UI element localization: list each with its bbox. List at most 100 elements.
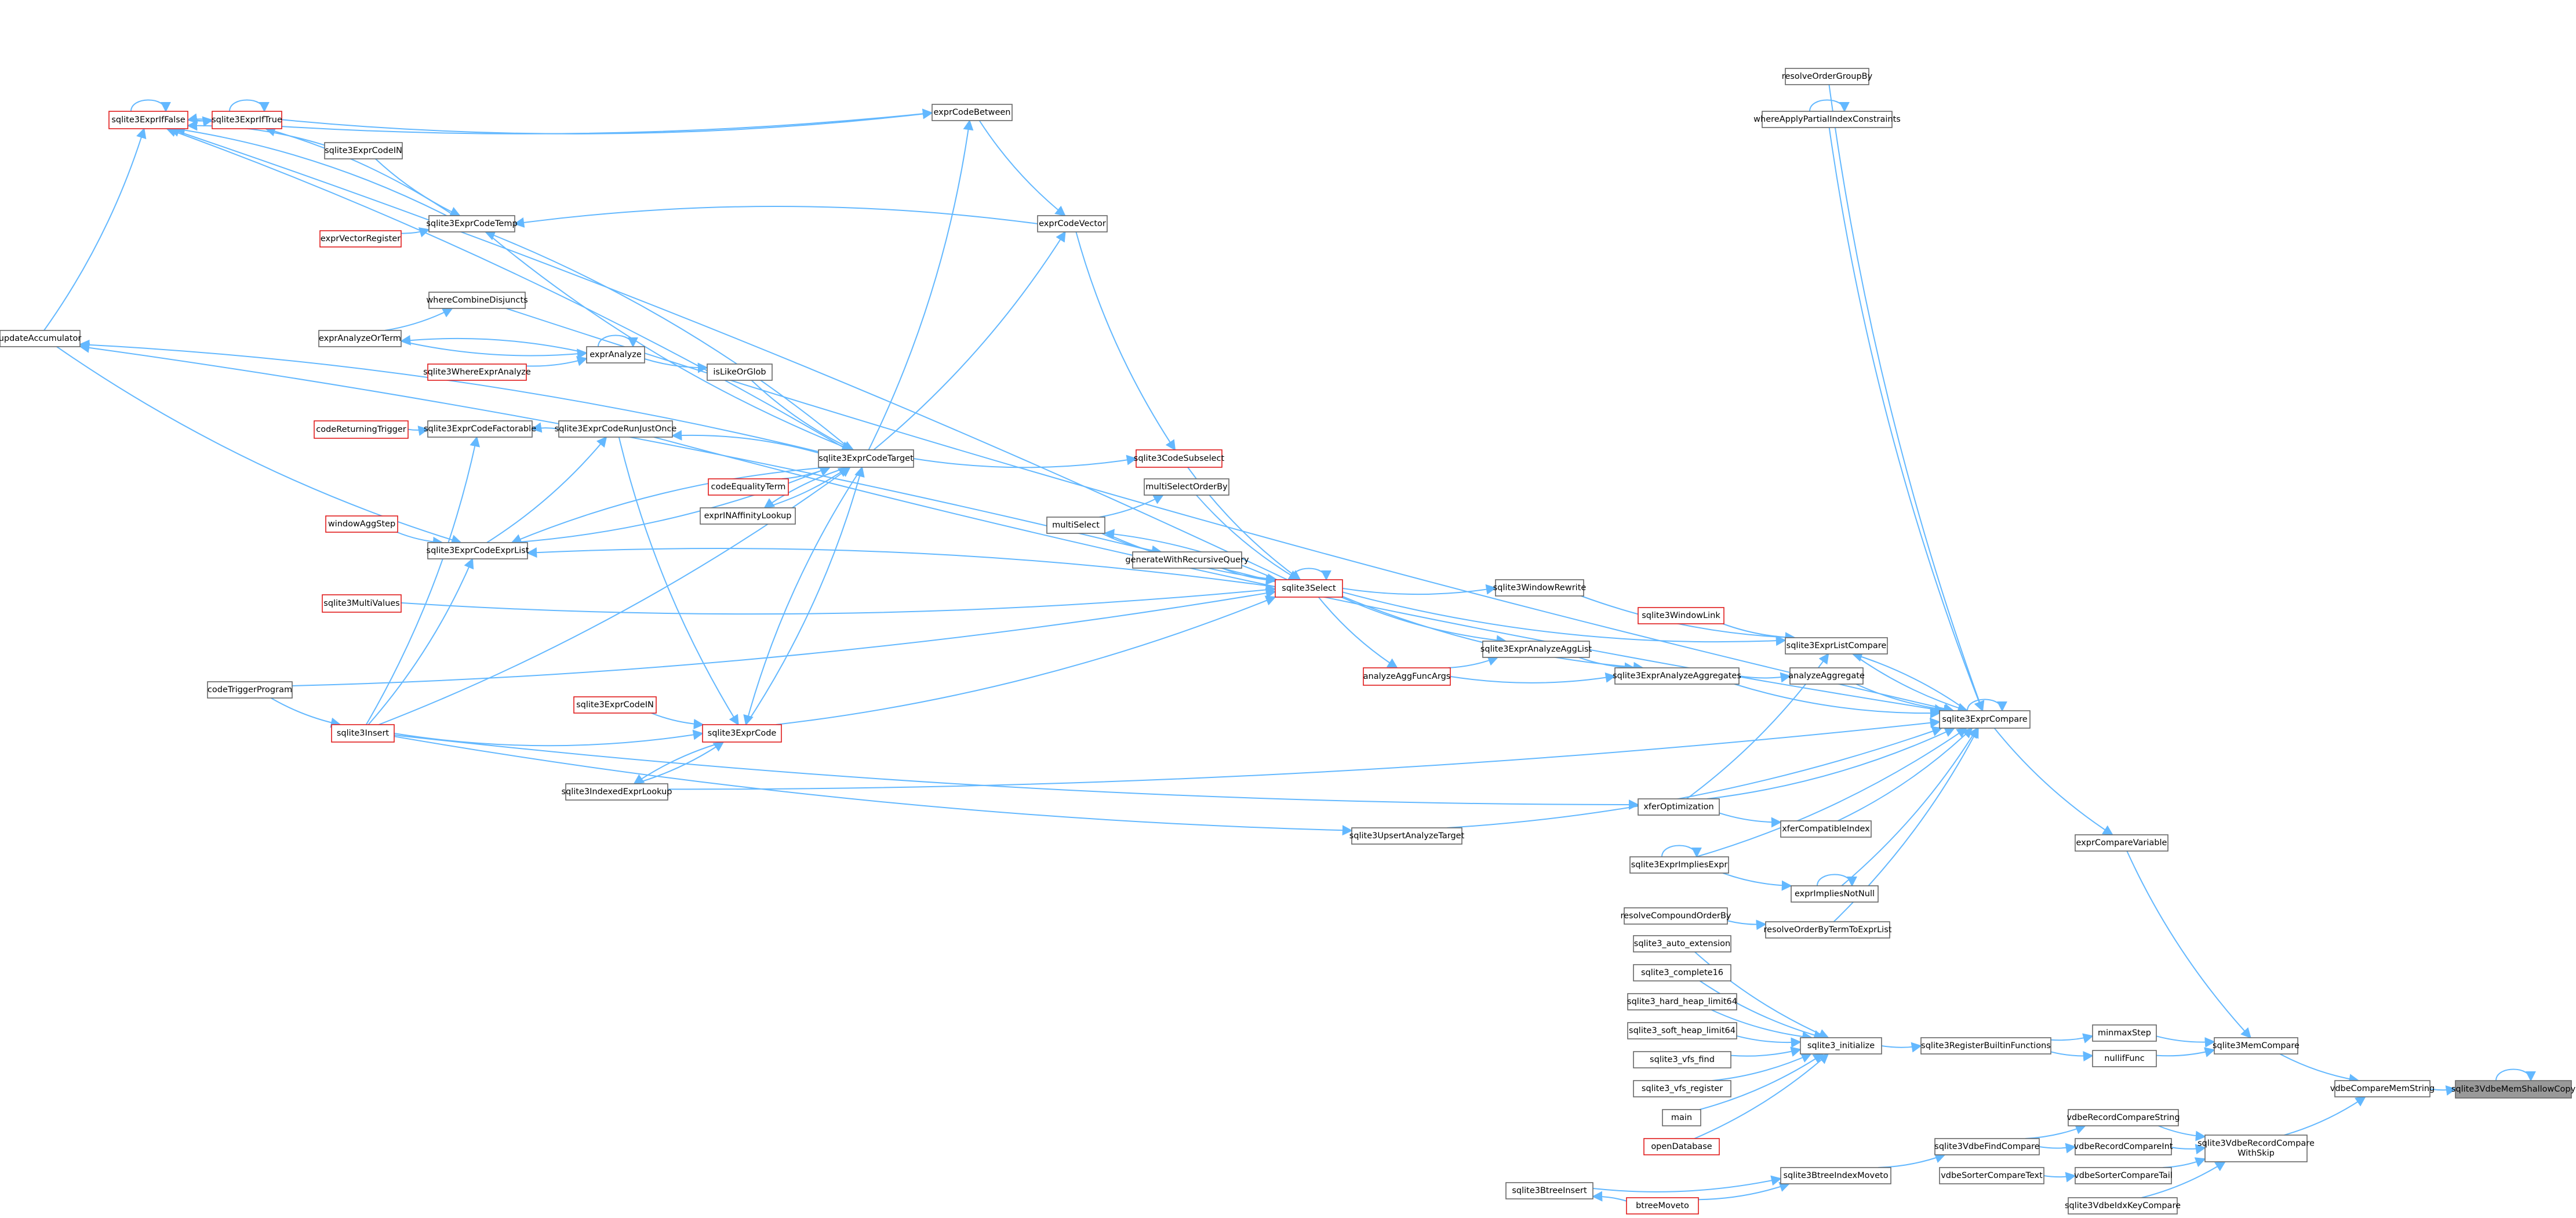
node-box[interactable] (558, 420, 673, 438)
node-resolveCompoundOrderBy[interactable]: resolveCompoundOrderBy (1620, 907, 1731, 925)
node-sqlite3MultiValues[interactable]: sqlite3MultiValues (322, 594, 402, 613)
node-exprVectorRegister[interactable]: exprVectorRegister (319, 230, 402, 248)
node-box[interactable] (1275, 579, 1343, 598)
node-box[interactable] (1132, 551, 1242, 569)
node-sqlite3ExprIfFalse[interactable]: sqlite3ExprIfFalse (108, 111, 188, 129)
node-sqlite3ExprCodeFactorable[interactable]: sqlite3ExprCodeFactorable (424, 420, 536, 438)
node-sqlite3BtreeIndexMoveto[interactable]: sqlite3BtreeIndexMoveto (1780, 1167, 1891, 1184)
node-box[interactable] (1934, 1138, 2040, 1155)
node-codeEquality-Term[interactable]: codeEqualityTerm (708, 478, 789, 496)
node-sqlite3ExprCodeRunJustOnce[interactable]: sqlite3ExprCodeRunJustOnce (555, 420, 677, 438)
node-box[interactable] (331, 724, 395, 743)
node-box[interactable] (1789, 667, 1864, 685)
node-box[interactable] (2214, 1037, 2298, 1055)
node-updateAccumulator[interactable]: updateAccumulator (0, 330, 81, 347)
node-box[interactable] (427, 420, 533, 438)
node-box[interactable] (314, 420, 409, 439)
node-box[interactable] (1638, 607, 1724, 624)
node-sqlite3_vfs_register[interactable]: sqlite3_vfs_register (1633, 1080, 1731, 1097)
node-openDatabase[interactable]: openDatabase (1643, 1138, 1720, 1155)
node-xferCompatibleIndex[interactable]: xferCompatibleIndex (1780, 820, 1872, 838)
node-box[interactable] (427, 363, 527, 381)
node-sqlite3CodeSubselect[interactable]: sqlite3CodeSubselect (1134, 449, 1225, 468)
node-box[interactable] (1633, 1051, 1731, 1068)
node-box[interactable] (212, 111, 282, 129)
node-box[interactable] (427, 542, 528, 559)
node-codeReturningTrigger[interactable]: codeReturningTrigger (314, 420, 409, 439)
node-box[interactable] (318, 330, 402, 347)
node-box[interactable] (428, 292, 526, 309)
node-vdbeSorterCompareTail[interactable]: vdbeSorterCompareTail (2074, 1167, 2173, 1184)
node-box[interactable] (1633, 964, 1731, 981)
node-resolveOrderGroupBy[interactable]: resolveOrderGroupBy (1782, 68, 1873, 85)
node-box[interactable] (1629, 856, 1729, 874)
node-sqlite3_complete16[interactable]: sqlite3_complete16 (1633, 964, 1731, 981)
node-box[interactable] (1633, 1080, 1731, 1097)
node-analyzeAggFuncArgs[interactable]: analyzeAggFuncArgs (1363, 667, 1451, 686)
node-box[interactable] (1505, 1182, 1593, 1199)
node-vdbeRecordCompareString[interactable]: vdbeRecordCompareString (2066, 1109, 2180, 1126)
node-sqlite3ExprCodeIN[interactable]: sqlite3ExprCodeIN (324, 142, 403, 159)
node-box[interactable] (700, 507, 796, 525)
node-sqlite3IndexedExprLookup[interactable]: sqlite3IndexedExprLookup (561, 783, 672, 801)
node-sqlite3MemCompare[interactable]: sqlite3MemCompare (2213, 1037, 2300, 1055)
node-box[interactable] (1785, 637, 1888, 655)
node-exprCodeBetween[interactable]: exprCodeBetween (932, 104, 1013, 121)
node-nullifFunc[interactable]: nullifFunc (2092, 1050, 2157, 1067)
node-main[interactable]: main (1662, 1109, 1701, 1126)
node-box[interactable] (1785, 68, 1869, 85)
node-box[interactable] (1614, 667, 1740, 685)
node-sqlite3UpsertAnalyzeTarget[interactable]: sqlite3UpsertAnalyzeTarget (1349, 827, 1465, 845)
node-box[interactable] (1363, 667, 1451, 686)
node-box[interactable] (1495, 579, 1584, 597)
node-box[interactable] (1780, 820, 1872, 838)
node-box[interactable] (1791, 885, 1879, 903)
node-box[interactable] (2092, 1050, 2157, 1067)
node-box[interactable] (2204, 1135, 2308, 1162)
node-box[interactable] (207, 681, 293, 699)
node-box[interactable] (2092, 1024, 2157, 1042)
node-box[interactable] (586, 346, 645, 363)
node-generateWithRecursiveQuery[interactable]: generateWithRecursiveQuery (1125, 551, 1249, 569)
node-exprAnalyzeOrTerm[interactable]: exprAnalyzeOrTerm (318, 330, 402, 347)
node-exprAnalyze[interactable]: exprAnalyze (586, 346, 645, 363)
node-box[interactable] (1046, 517, 1105, 534)
node-sqlite3ExprAnalyzeAggList[interactable]: sqlite3ExprAnalyzeAggList (1480, 641, 1592, 658)
node-sqlite3ExprIfTrue[interactable]: sqlite3ExprIfTrue (212, 111, 282, 129)
node-whereCombineDisjuncts[interactable]: whereCombineDisjuncts (426, 292, 528, 309)
node-sqlite3_soft_heap_limit64[interactable]: sqlite3_soft_heap_limit64 (1627, 1022, 1737, 1039)
node-exprImpliesNotNull[interactable]: exprImpliesNotNull (1791, 885, 1879, 903)
node-sqlite3ExprListCompare[interactable]: sqlite3ExprListCompare (1785, 637, 1888, 655)
node-box[interactable] (2455, 1080, 2572, 1099)
node-sqlite3VdbeIdxKeyCompare[interactable]: sqlite3VdbeIdxKeyCompare (2065, 1197, 2181, 1215)
node-btreeMoveto[interactable]: btreeMoveto (1626, 1197, 1699, 1215)
node-exprINAffinity[interactable]: exprINAffinityLookup (700, 507, 796, 525)
node-box[interactable] (1920, 1037, 2051, 1055)
node-box[interactable] (1626, 1197, 1699, 1215)
node-xferOptimization[interactable]: xferOptimization (1638, 798, 1720, 816)
node-sqlite3ExprCompare[interactable]: sqlite3ExprCompare (1939, 710, 2031, 729)
node-box[interactable] (322, 594, 402, 613)
node-box[interactable] (1762, 111, 1893, 128)
node-resolveOrderByTermToExprList[interactable]: resolveOrderByTermToExprList (1764, 921, 1892, 939)
node-sqlite3ExprCodeTarget[interactable]: sqlite3ExprCodeTarget (818, 449, 914, 468)
node-vdbeCompareMemString[interactable]: vdbeCompareMemString (2330, 1080, 2435, 1097)
node-multiSelectOrderBy[interactable]: multiSelectOrderBy (1144, 478, 1229, 496)
node-box[interactable] (573, 696, 657, 714)
node-codeTriggerProgram[interactable]: codeTriggerProgram (207, 681, 293, 699)
node-windowAggStep[interactable]: windowAggStep (325, 515, 398, 533)
node-box[interactable] (707, 363, 773, 381)
node-sqlite3Insert[interactable]: sqlite3Insert (331, 724, 395, 743)
node-box[interactable] (565, 783, 668, 801)
node-sqlite3ExprCodeINN[interactable]: sqlite3ExprCodeIN (573, 696, 657, 714)
node-box[interactable] (428, 215, 515, 232)
node-box[interactable] (1624, 907, 1728, 925)
node-box[interactable] (2075, 1167, 2172, 1184)
node-box[interactable] (932, 104, 1013, 121)
node-box[interactable] (324, 142, 403, 159)
node-isLikeOrGlob[interactable]: isLikeOrGlob (707, 363, 773, 381)
node-sqlite3WindowRewrite[interactable]: sqlite3WindowRewrite (1493, 579, 1587, 597)
node-vdbeSorterCompareText[interactable]: vdbeSorterCompareText (1939, 1167, 2044, 1184)
node-sqlite3WindowLink[interactable]: sqlite3WindowLink (1638, 607, 1724, 624)
